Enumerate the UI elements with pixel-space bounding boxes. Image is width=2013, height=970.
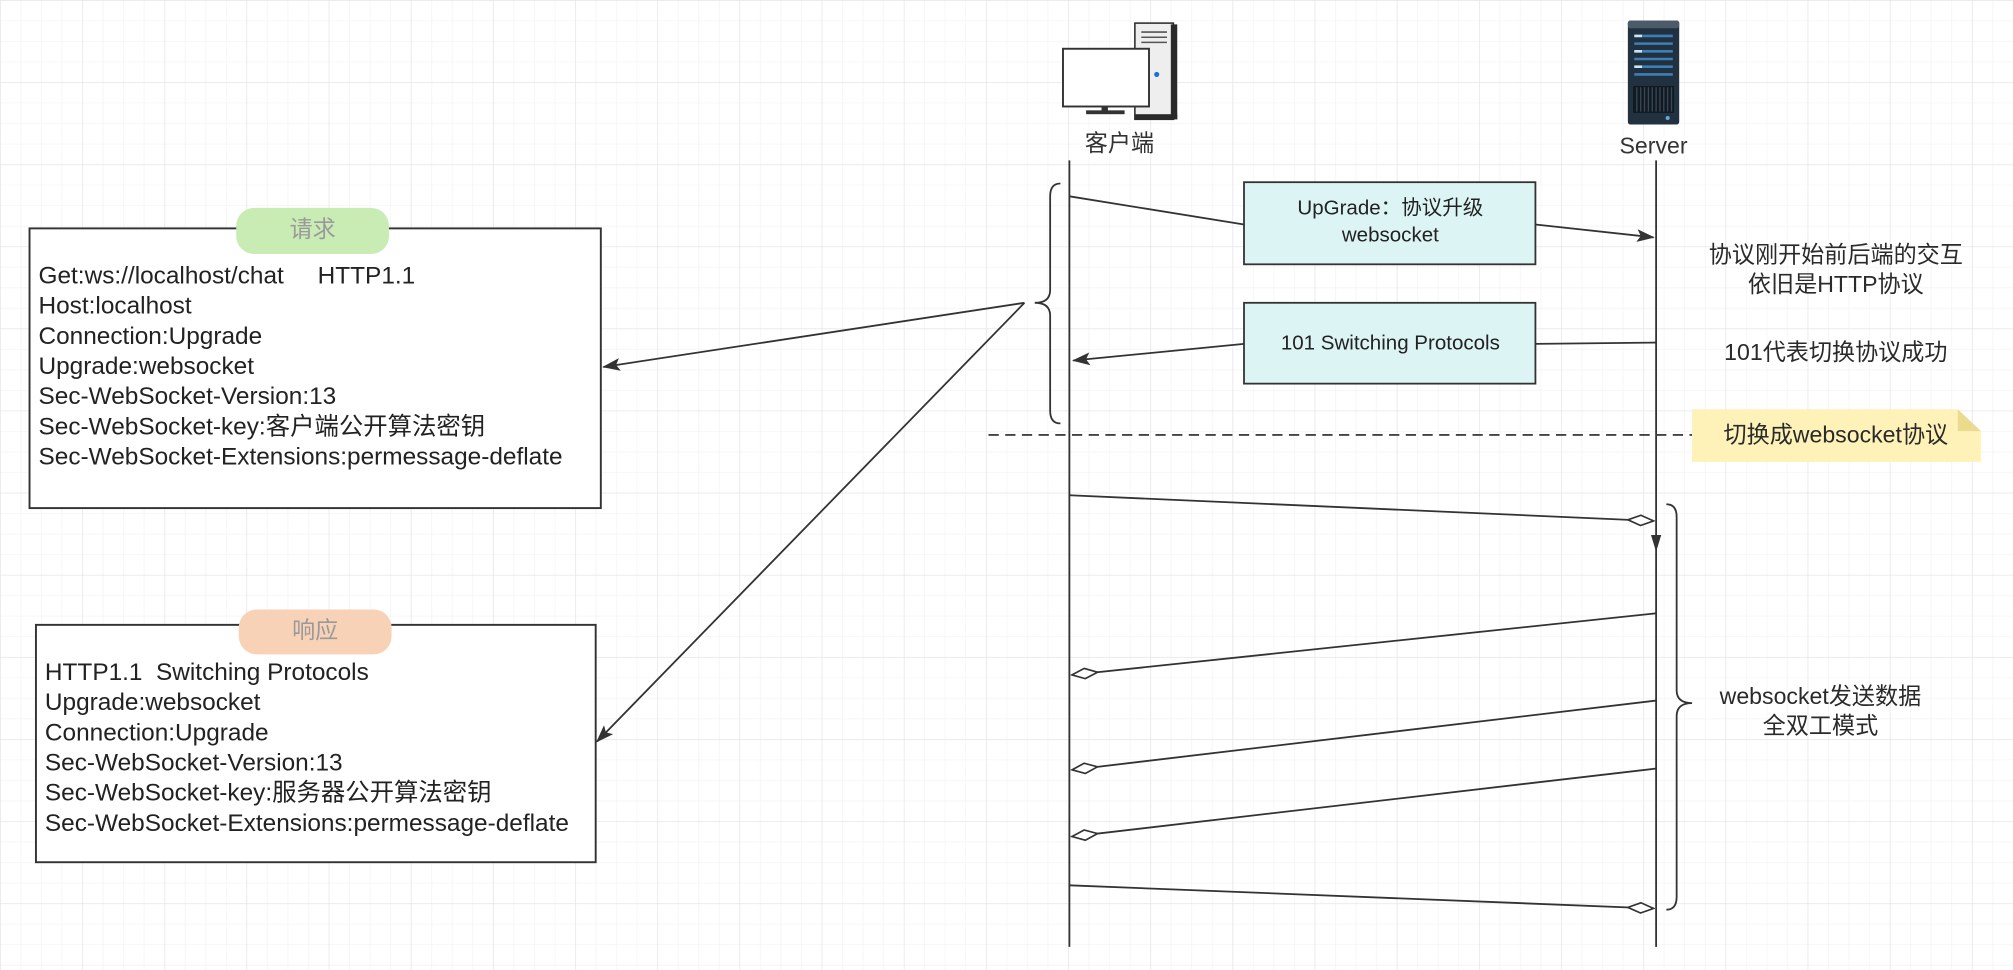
server-label: Server (1620, 133, 1688, 159)
upgrade-message-box[interactable]: UpGrade：协议升级 websocket (1243, 181, 1537, 266)
server-rack-icon[interactable] (1627, 20, 1680, 125)
request-line: Sec-WebSocket-key:客户端公开算法密钥 (39, 413, 486, 440)
sticky-note[interactable]: 切换成websocket协议 (1692, 409, 1981, 462)
websocket-frame-server-to-client[interactable] (1072, 767, 1657, 837)
websocket-frame-client-to-server[interactable] (1069, 494, 1653, 521)
response-box[interactable]: HTTP1.1 Switching Protocols Upgrade:webs… (34, 623, 597, 864)
switching-message-label: 101 Switching Protocols (1281, 331, 1500, 354)
request-line: Connection:Upgrade (39, 323, 263, 350)
request-line: Sec-WebSocket-Extensions:permessage-defl… (39, 443, 563, 470)
switching-response-arrow[interactable] (1071, 342, 1245, 366)
request-detail-arrow[interactable] (602, 301, 1025, 371)
upgrade-request-line[interactable] (1069, 195, 1245, 226)
upgrade-request-arrow[interactable] (1535, 223, 1655, 242)
upgrade-message-line-2: websocket (1341, 224, 1439, 247)
websocket-frame-server-to-client[interactable] (1072, 699, 1657, 770)
upgrade-message-line-1: UpGrade：协议升级 (1297, 197, 1483, 220)
desktop-computer-icon[interactable] (1062, 22, 1178, 121)
request-line: Sec-WebSocket-Version:13 (39, 383, 337, 410)
switching-message-box[interactable]: 101 Switching Protocols (1243, 301, 1537, 385)
server-lifeline-arrowhead (1650, 535, 1662, 552)
handshake-brace[interactable] (1034, 182, 1061, 425)
websocket-note-line-2[interactable]: 全双工模式 (1763, 713, 1879, 739)
response-tag[interactable]: 响应 (238, 609, 392, 655)
response-line: Sec-WebSocket-key:服务器公开算法密钥 (45, 780, 492, 807)
switching-response-line[interactable] (1535, 341, 1657, 345)
http-note-line-1[interactable]: 协议刚开始前后端的交互 (1709, 242, 1963, 268)
websocket-note-line-1[interactable]: websocket发送数据 (1719, 683, 1922, 709)
http-note-line-2[interactable]: 依旧是HTTP协议 (1748, 271, 1924, 297)
request-line: Get:ws://localhost/chat HTTP1.1 (39, 263, 416, 290)
request-tag[interactable]: 请求 (236, 207, 389, 255)
response-line: Sec-WebSocket-Version:13 (45, 750, 343, 777)
switch-note[interactable]: 101代表切换协议成功 (1724, 339, 1947, 365)
sticky-note-text: 切换成websocket协议 (1724, 421, 1949, 447)
request-line: Host:localhost (39, 293, 192, 320)
websocket-brace[interactable] (1666, 503, 1693, 911)
response-detail-arrow[interactable] (596, 302, 1026, 743)
websocket-frame-client-to-server[interactable] (1069, 884, 1653, 908)
response-line: Upgrade:websocket (45, 689, 261, 716)
response-line: HTTP1.1 Switching Protocols (45, 659, 369, 686)
request-line: Upgrade:websocket (39, 353, 255, 380)
response-tag-label: 响应 (292, 617, 338, 643)
websocket-frame-server-to-client[interactable] (1072, 612, 1657, 675)
request-box[interactable]: Get:ws://localhost/chat HTTP1.1 Host:loc… (28, 227, 602, 510)
client-label: 客户端 (1085, 130, 1154, 156)
response-line: Connection:Upgrade (45, 719, 269, 746)
request-tag-label: 请求 (290, 216, 336, 242)
response-line: Sec-WebSocket-Extensions:permessage-defl… (45, 810, 569, 837)
